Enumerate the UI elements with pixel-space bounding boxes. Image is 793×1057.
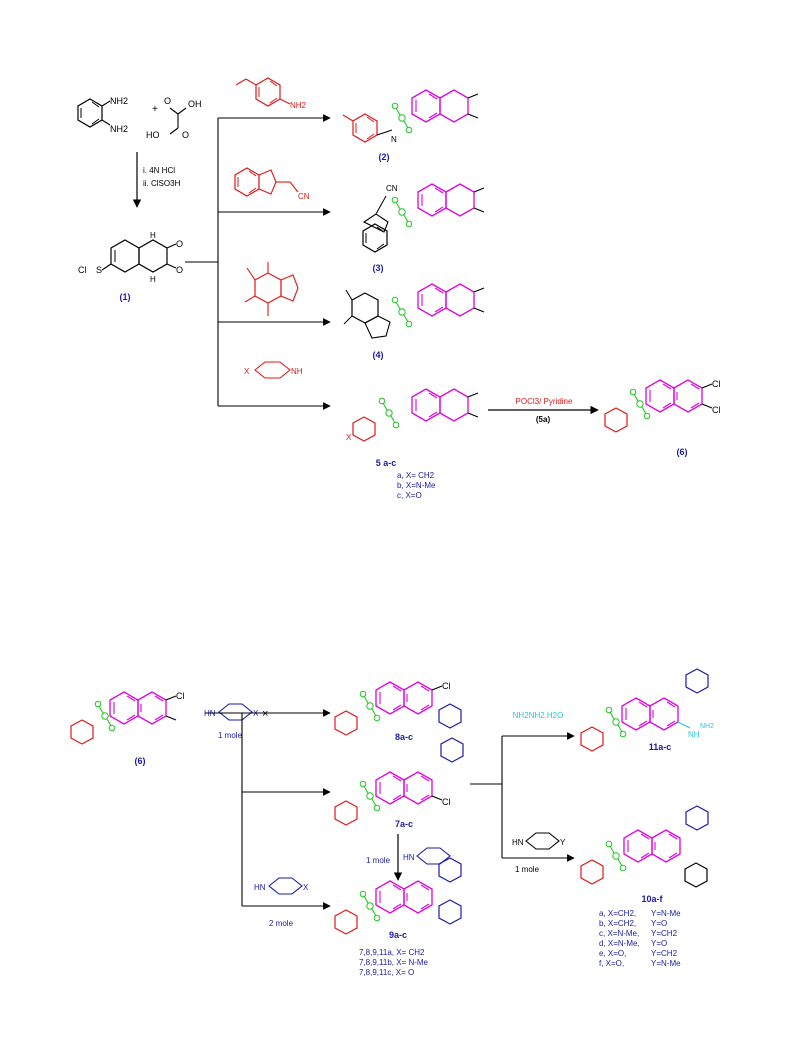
c10-sub-f-y: Y=N-Me — [651, 959, 681, 968]
hydrazine-reagent: NH2NH2.H2O — [513, 711, 564, 720]
c10-sub-a-x: a, X=CH2, — [599, 909, 636, 918]
compound-9: 9a-c 7,8,9,11a, X= CH2 7,8,9,11b, X= N-M… — [334, 857, 462, 977]
c7-cl: Cl — [442, 797, 451, 807]
reagent-5a: (5a) — [536, 415, 551, 424]
amine-1mole: HN X 1 mole — [204, 703, 259, 740]
amine-y: HN Y 1 mole — [512, 832, 566, 874]
compound-10: 10a-f a, X=CH2, Y=N-Me b, X=CH2, Y=O c, … — [580, 805, 709, 968]
oxalic-o2: O — [182, 130, 189, 140]
nh2-label-a: NH2 — [110, 96, 128, 106]
label-compound-7: 7a-c — [395, 819, 413, 829]
amine-7to9: HN — [403, 847, 451, 865]
oxalic-ho: HO — [146, 130, 160, 140]
reagent-cyclic-amine: X NH — [244, 361, 303, 379]
c5-sub-a: a, X= CH2 — [397, 471, 435, 480]
oxalic-o1: O — [164, 96, 171, 106]
compound-7: Cl 7a-c — [334, 737, 464, 829]
label-compound-4: (4) — [373, 350, 384, 360]
c5-sub-b: b, X=N-Me — [397, 481, 436, 490]
c3-cn: CN — [386, 184, 398, 193]
c6-cl2: Cl — [712, 405, 721, 415]
reagent-benzimidazole: CN — [234, 167, 310, 201]
plus-sign: + — [152, 104, 158, 115]
step2-label: ii. ClSO3H — [143, 179, 181, 188]
c1-s: S — [96, 265, 102, 275]
oxalic-oh: OH — [188, 99, 202, 109]
c5-x: X — [346, 433, 352, 442]
label-compound-6-top: (6) — [677, 447, 688, 457]
amine3-y: Y — [560, 838, 566, 847]
c10-sub-f-x: f, X=O, — [599, 959, 624, 968]
c10-sub-e-x: e, X=O, — [599, 949, 626, 958]
c9-sub-b: 7,8,9,11b, X= N-Me — [359, 958, 429, 967]
amine2-hn: HN — [254, 883, 266, 892]
amine2-x: X — [303, 883, 309, 892]
c1-o1: O — [176, 239, 183, 249]
label-compound-10: 10a-f — [641, 894, 663, 904]
c7to9-mole: 1 mole — [366, 856, 391, 865]
label-compound-3: (3) — [373, 263, 384, 273]
c10-sub-c-x: c, X=N-Me, — [599, 929, 639, 938]
amine3-hn: HN — [512, 838, 524, 847]
compound-3: CN (3) — [362, 183, 485, 273]
blocked-cross: × — [262, 708, 268, 720]
c11-nh2: NH2 — [700, 723, 714, 730]
c1-h2: H — [150, 275, 156, 284]
c10-sub-a-y: Y=N-Me — [651, 909, 681, 918]
amine-2mole: HN X 2 mole — [254, 877, 309, 928]
c1-o2: O — [176, 265, 183, 275]
compound-2: N (2) — [342, 89, 479, 162]
compound-11: NH NH2 11a-c — [580, 668, 714, 752]
reagent-theophylline — [244, 262, 299, 316]
label-compound-5: 5 a-c — [376, 458, 397, 468]
c10-sub-c-y: Y=CH2 — [651, 929, 678, 938]
step1-label: i. 4N HCl — [143, 166, 175, 175]
o-phenylenediamine: NH2 NH2 — [77, 96, 128, 134]
c1-h1: H — [150, 231, 156, 240]
nh2-label-b: NH2 — [110, 124, 128, 134]
amine2-mole: 2 mole — [269, 919, 294, 928]
c10-sub-e-y: Y=CH2 — [651, 949, 678, 958]
label-compound-1: (1) — [120, 292, 131, 302]
label-compound-11: 11a-c — [649, 742, 672, 752]
c11-nh: NH — [688, 730, 700, 739]
c10-sub-d-y: Y=O — [651, 939, 667, 948]
c5-sub-c: c, X=O — [397, 491, 422, 500]
amine-x: X — [244, 367, 250, 376]
c1-cl: Cl — [78, 265, 87, 275]
label-compound-6-bottom: (6) — [135, 756, 146, 766]
reagent-anisidine: NH2 — [235, 77, 307, 110]
amine1-mole: 1 mole — [218, 731, 243, 740]
c10-sub-b-y: Y=O — [651, 919, 667, 928]
c9-sub-c: 7,8,9,11c, X= O — [359, 968, 414, 977]
c10-sub-d-x: d, X=N-Me, — [599, 939, 640, 948]
c6-cl1: Cl — [712, 379, 721, 389]
reagent-pocl3: POCl3/ Pyridine — [516, 397, 573, 406]
compound-4: (4) — [343, 283, 485, 360]
c7to9-hn: HN — [403, 853, 415, 862]
compound-8: Cl 8a-c — [334, 681, 462, 742]
c2-nh: N — [391, 135, 397, 144]
b-c6-cl1: Cl — [176, 691, 185, 701]
amine3-mole: 1 mole — [515, 865, 540, 874]
c9-sub-a: 7,8,9,11a, X= CH2 — [359, 948, 425, 957]
compound-6-top: Cl Cl (6) — [604, 379, 721, 457]
benzimidazole-cn: CN — [298, 192, 310, 201]
oxalic-acid: O OH HO O — [146, 96, 202, 140]
anisidine-nh2: NH2 — [290, 101, 307, 110]
c8-cl: Cl — [442, 681, 451, 691]
label-compound-9: 9a-c — [389, 930, 407, 940]
label-compound-8: 8a-c — [395, 732, 413, 742]
compound-6-bottom: Cl (6) — [70, 691, 185, 766]
compound-1: O O H H S Cl (1) — [78, 231, 183, 302]
label-compound-2: (2) — [379, 152, 390, 162]
compound-5: X 5 a-c a, X= CH2 b, X=N-Me c, X=O — [346, 388, 479, 500]
amine-nh: NH — [291, 367, 303, 376]
c10-sub-b-x: b, X=CH2, — [599, 919, 636, 928]
